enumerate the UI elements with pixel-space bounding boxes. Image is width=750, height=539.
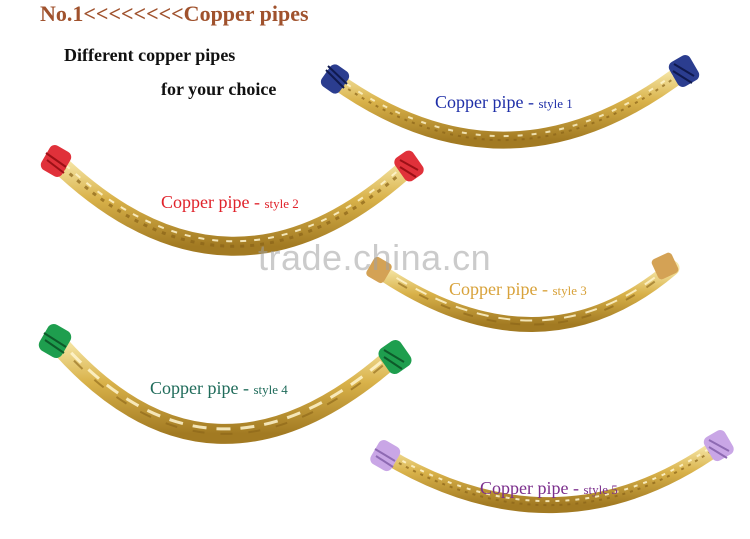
pipe-style-text: style 4: [253, 382, 288, 397]
pipe-end-wrap-left: [40, 145, 72, 177]
pipe-end-wrap-right: [668, 55, 700, 87]
copper-pipe-style-2: [40, 145, 424, 256]
copper-pipe-style-5: [370, 430, 734, 513]
pipe-end-wrap-left: [320, 64, 350, 94]
pipe-end-cap-left: [366, 256, 392, 284]
subtitle-line-2: for your choice: [161, 79, 277, 99]
pipe-end-wrap-right: [394, 150, 424, 182]
pipe-label-text: Copper pipe -: [435, 92, 539, 112]
watermark: trade.china.cn: [258, 237, 492, 278]
pipe-end-wrap-left: [38, 324, 72, 358]
pipe-label-style-5: Copper pipe - style 5: [480, 479, 618, 497]
pipe-style-text: style 5: [583, 482, 618, 497]
pipe-label-style-3: Copper pipe - style 3: [449, 280, 587, 298]
pipe-label-style-1: Copper pipe - style 1: [435, 93, 573, 111]
copper-pipe-style-3: [366, 252, 680, 332]
pipe-style-text: style 1: [538, 96, 573, 111]
pipe-label-text: Copper pipe -: [161, 192, 265, 212]
pipe-end-wrap-right: [378, 340, 412, 374]
subtitle-line-1: Different copper pipes: [64, 45, 236, 65]
pipe-end-wrap-left: [370, 440, 401, 472]
pipe-label-text: Copper pipe -: [449, 279, 553, 299]
pipe-label-text: Copper pipe -: [150, 378, 254, 398]
copper-pipe-style-4: [38, 324, 412, 444]
pipe-label-style-2: Copper pipe - style 2: [161, 193, 299, 211]
pipe-style-text: style 3: [552, 283, 587, 298]
page-title: No.1<<<<<<<<Copper pipes: [40, 1, 309, 26]
pipe-label-style-4: Copper pipe - style 4: [150, 379, 288, 397]
pipe-style-text: style 2: [264, 196, 299, 211]
pipe-label-text: Copper pipe -: [480, 478, 584, 498]
pipe-end-cap-right: [651, 252, 679, 280]
copper-pipe-style-1: [320, 55, 700, 149]
pipe-end-wrap-right: [703, 430, 734, 462]
